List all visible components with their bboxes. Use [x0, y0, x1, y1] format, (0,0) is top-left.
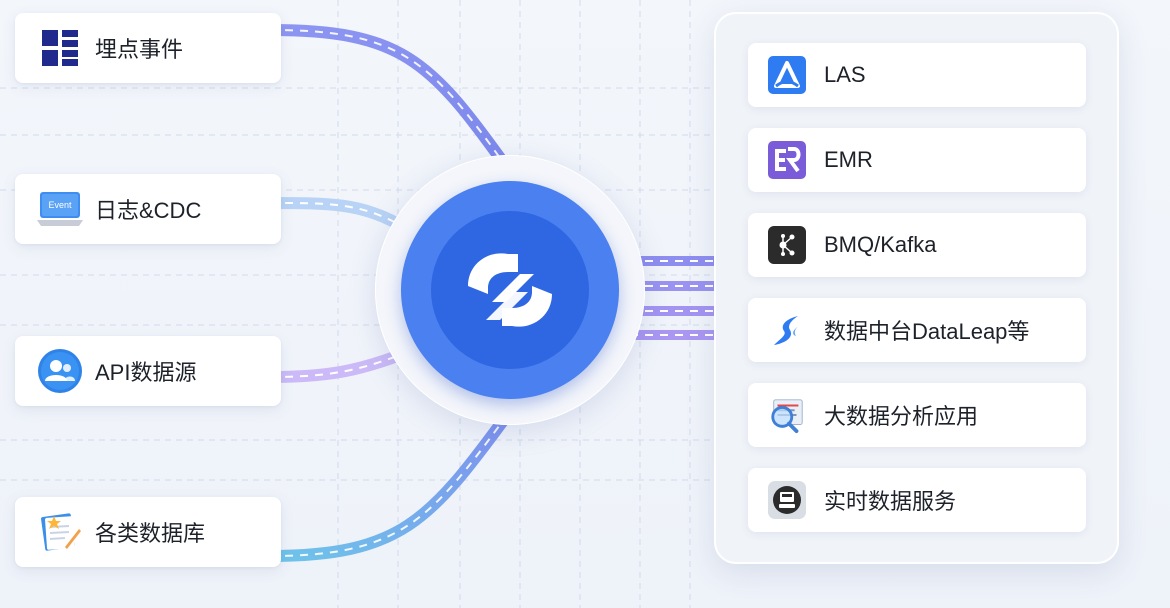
- target-label: 数据中台DataLeap等: [824, 319, 1030, 344]
- source-label: 各类数据库: [95, 521, 206, 546]
- source-label: 日志&CDC: [95, 198, 202, 223]
- source-label: API数据源: [95, 360, 197, 385]
- flow-line-logs: [264, 197, 406, 231]
- event-badge-text: Event: [48, 200, 72, 210]
- kafka-logo-icon: [768, 226, 806, 264]
- analytics-magnifier-icon: [768, 396, 806, 434]
- emr-logo-icon: [768, 141, 806, 179]
- target-card-las[interactable]: LAS: [748, 43, 1086, 107]
- target-card-bmq-kafka[interactable]: BMQ/Kafka: [748, 213, 1086, 277]
- dataleap-logo-icon: [768, 311, 806, 349]
- source-card-databases[interactable]: 各类数据库: [15, 497, 281, 567]
- target-card-dataleap[interactable]: 数据中台DataLeap等: [748, 298, 1086, 362]
- source-label: 埋点事件: [95, 37, 184, 62]
- flow-line-event-tracking: [264, 24, 511, 171]
- target-card-realtime[interactable]: 实时数据服务: [748, 468, 1086, 532]
- event-laptop-icon: Event: [37, 186, 83, 232]
- user-api-icon: [37, 348, 83, 394]
- source-card-event-tracking[interactable]: 埋点事件: [15, 13, 281, 83]
- target-label: EMR: [824, 147, 873, 172]
- target-card-emr[interactable]: EMR: [748, 128, 1086, 192]
- source-card-api[interactable]: API数据源: [15, 336, 281, 406]
- las-logo-icon: [768, 56, 806, 94]
- source-card-logs-cdc[interactable]: Event 日志&CDC: [15, 174, 281, 244]
- target-card-analytics[interactable]: 大数据分析应用: [748, 383, 1086, 447]
- platform-logo-icon[interactable]: [431, 211, 589, 369]
- grid-blocks-icon: [37, 25, 83, 71]
- database-notes-icon: [37, 509, 83, 555]
- target-label: LAS: [824, 62, 866, 87]
- flow-line-api: [264, 349, 406, 383]
- target-label: 实时数据服务: [824, 489, 957, 514]
- target-label: 大数据分析应用: [824, 404, 979, 429]
- realtime-service-icon: [768, 481, 806, 519]
- target-label: BMQ/Kafka: [824, 232, 937, 257]
- flow-line-databases: [264, 412, 511, 562]
